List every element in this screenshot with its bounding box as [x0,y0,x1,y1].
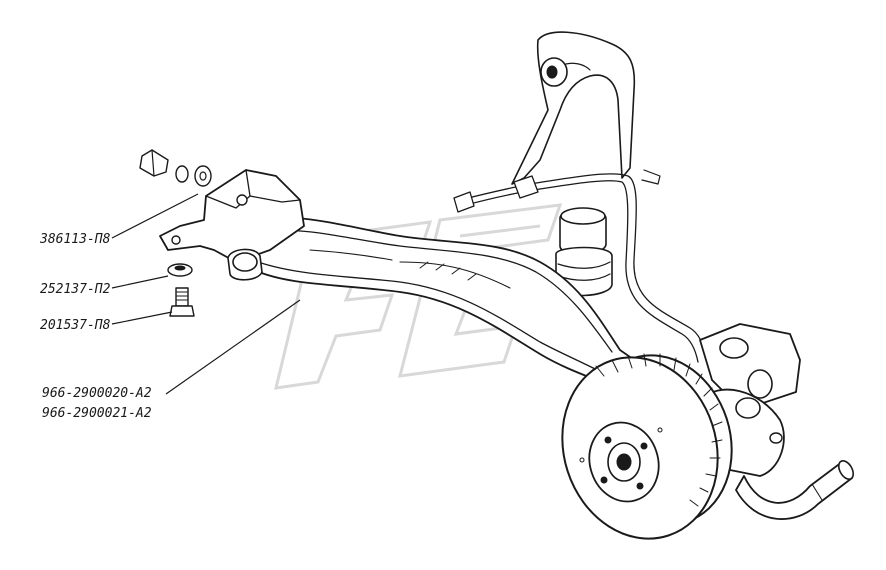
curved-hose [735,460,855,520]
label-966-2900021: 966-2900021-А2 [42,406,152,421]
label-252137: 252137-П2 [40,282,111,297]
pivot-bracket [159,169,305,281]
fastener-set-upper [139,149,212,187]
brake-drum-assembly [561,323,801,540]
label-201537: 201537-П8 [40,318,111,333]
label-966-2900020: 966-2900020-А2 [42,386,152,401]
brake-lines [453,173,707,363]
upper-mount-bracket [511,31,661,185]
rear-axle-beam [237,216,661,399]
fastener-set-lower [167,263,195,317]
leader-lines [111,193,301,395]
label-386113: 386113-П8 [39,232,111,247]
